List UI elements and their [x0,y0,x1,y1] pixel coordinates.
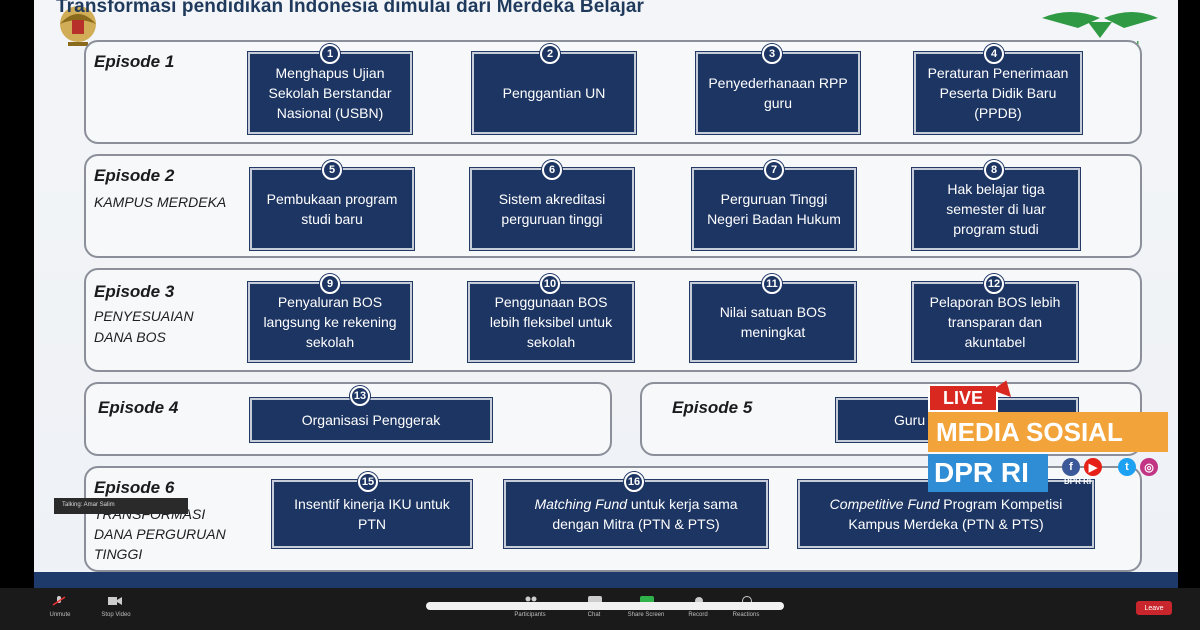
program-card: Sistem akreditasi perguruan tinggi [470,168,634,250]
media-sosial-banner: MEDIA SOSIAL [928,412,1168,452]
microphone-muted-icon[interactable] [52,596,66,606]
slide-title: Transformasi pendidikan Indonesia dimula… [56,0,644,17]
episode-title: Episode 5 [672,398,753,417]
tvr-parlemen-logo-icon [1042,12,1158,38]
program-card: Organisasi Penggerak [250,398,492,442]
program-number-badge: 11 [762,274,782,294]
program-number-badge: 6 [542,160,562,180]
program-number-badge: 16 [624,472,644,492]
program-number-badge: 12 [984,274,1004,294]
program-number-badge: 15 [358,472,378,492]
episode-subtitle-line: TINGGI [94,546,143,562]
participants-icon[interactable] [524,596,538,606]
program-number-badge: 13 [350,386,370,406]
social-handle: DPR RI [1064,477,1092,486]
program-card: Penyederhanaan RPP guru [696,52,860,134]
program-number-badge: 3 [762,44,782,64]
home-indicator[interactable] [426,602,784,610]
program-card: Penggantian UN [472,52,636,134]
reactions-button[interactable]: Reactions [732,612,760,618]
video-camera-icon[interactable] [108,596,122,606]
participants-button[interactable]: Participants [514,612,546,618]
garuda-emblem-icon [60,6,96,46]
program-number-badge: 9 [320,274,340,294]
presentation-slide: Transformasi pendidikan Indonesia dimula… [34,0,1178,588]
live-overlay: LIVE MEDIA SOSIAL DPR RI f ▶ t ◎ DPR RI [928,377,1172,495]
episode-title: Episode 2 [94,166,175,185]
leave-button[interactable]: Leave [1136,601,1172,615]
program-number-badge: 4 [984,44,1004,64]
program-italic-term: Matching Fund [534,496,628,512]
episode-subtitle-line: PENYESUAIAN [94,308,194,324]
live-badge: LIVE [928,384,998,412]
episode-title: Episode 4 [98,398,179,417]
program-number-badge: 7 [764,160,784,180]
program-card: Penyaluran BOS langsung ke rekening seko… [248,282,412,362]
program-card: Hak belajar tiga semester di luar progra… [912,168,1080,250]
program-card: Nilai satuan BOS meningkat [690,282,856,362]
dpr-ri-banner: DPR RI [928,454,1048,492]
program-card: Menghapus Ujian Sekolah Berstandar Nasio… [248,52,412,134]
youtube-icon: ▶ [1084,458,1102,476]
twitter-icon: t [1118,458,1136,476]
slide-footer-strip [34,572,1178,588]
episode-subtitle: KAMPUS MERDEKA [94,194,227,210]
episode-subtitle-line: DANA PERGURUAN [94,526,226,542]
program-number-badge: 10 [540,274,560,294]
speaker-tooltip: Talking: Amar Salim [54,498,188,514]
program-number-badge: 5 [322,160,342,180]
episode-title: Episode 3 [94,282,175,301]
program-italic-term: Competitive Fund [829,496,940,512]
unmute-button[interactable]: Unmute [49,612,71,618]
chat-button[interactable]: Chat [587,612,601,618]
episode-title: Episode 1 [94,52,175,71]
record-button[interactable]: Record [688,612,708,618]
episode-subtitle-line: DANA BOS [94,329,166,345]
stop-video-button[interactable]: Stop Video [101,612,131,618]
program-card: Peraturan Penerimaan Peserta Didik Baru … [914,52,1082,134]
program-number-badge: 1 [320,44,340,64]
facebook-icon: f [1062,458,1080,476]
program-card: Perguruan Tinggi Negeri Badan Hukum [692,168,856,250]
episode-title: Episode 6 [94,478,175,497]
instagram-icon: ◎ [1140,458,1158,476]
program-card: Pelaporan BOS lebih transparan dan akunt… [912,282,1078,362]
share-screen-button[interactable]: Share Screen [627,612,665,618]
program-card: Pembukaan program studi baru [250,168,414,250]
program-card: Penggunaan BOS lebih fleksibel untuk sek… [468,282,634,362]
program-card: Insentif kinerja IKU untuk PTN [272,480,472,548]
program-number-badge: 8 [984,160,1004,180]
program-number-badge: 2 [540,44,560,64]
